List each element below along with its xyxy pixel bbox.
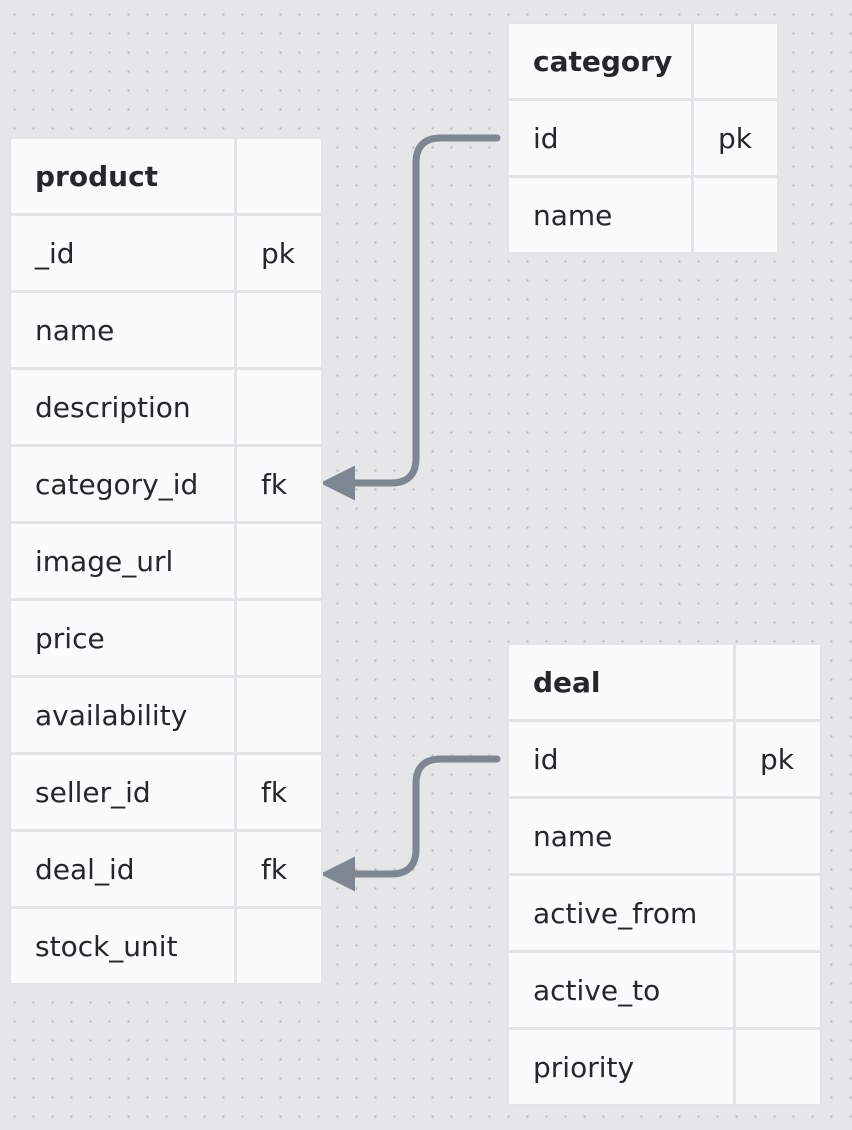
- deal-field-active-from: active_from: [509, 876, 733, 950]
- deal-field-active-from-key: [736, 876, 820, 950]
- category-field-id-key: pk: [694, 101, 777, 175]
- category-table-title: category: [509, 24, 691, 98]
- product-field-description-key: [237, 370, 321, 444]
- product-field-name: name: [11, 293, 234, 367]
- category-field-id: id: [509, 101, 691, 175]
- product-field-description: description: [11, 370, 234, 444]
- product-field-deal-id-key: fk: [237, 832, 321, 906]
- product-table[interactable]: product _id pk name description category…: [9, 137, 323, 985]
- deal-field-name: name: [509, 799, 733, 873]
- deal-field-name-key: [736, 799, 820, 873]
- deal-to-product-arrow: [320, 755, 501, 892]
- deal-field-active-to-key: [736, 953, 820, 1027]
- product-field-price: price: [11, 601, 234, 675]
- category-field-name: name: [509, 178, 691, 252]
- product-field-seller-id-key: fk: [237, 755, 321, 829]
- category-table-title-key: [694, 24, 777, 98]
- deal-field-id-key: pk: [736, 722, 820, 796]
- product-field-image-url: image_url: [11, 524, 234, 598]
- product-field-availability: availability: [11, 678, 234, 752]
- deal-field-priority-key: [736, 1030, 820, 1104]
- deal-table[interactable]: deal id pk name active_from active_to pr…: [507, 643, 822, 1106]
- product-field-name-key: [237, 293, 321, 367]
- product-table-title-key: [237, 139, 321, 213]
- product-field-id-key: pk: [237, 216, 321, 290]
- product-field-category-id-key: fk: [237, 447, 321, 521]
- product-field-stock-unit-key: [237, 909, 321, 983]
- deal-field-id: id: [509, 722, 733, 796]
- deal-table-title-key: [736, 645, 820, 719]
- category-table[interactable]: category id pk name: [507, 22, 779, 254]
- product-field-stock-unit: stock_unit: [11, 909, 234, 983]
- product-field-id: _id: [11, 216, 234, 290]
- deal-table-title: deal: [509, 645, 733, 719]
- product-field-availability-key: [237, 678, 321, 752]
- deal-field-active-to: active_to: [509, 953, 733, 1027]
- product-table-title: product: [11, 139, 234, 213]
- product-field-price-key: [237, 601, 321, 675]
- product-field-category-id: category_id: [11, 447, 234, 521]
- product-field-deal-id: deal_id: [11, 832, 234, 906]
- category-to-product-arrow: [320, 134, 501, 501]
- product-field-image-url-key: [237, 524, 321, 598]
- deal-field-priority: priority: [509, 1030, 733, 1104]
- product-field-seller-id: seller_id: [11, 755, 234, 829]
- category-field-name-key: [694, 178, 777, 252]
